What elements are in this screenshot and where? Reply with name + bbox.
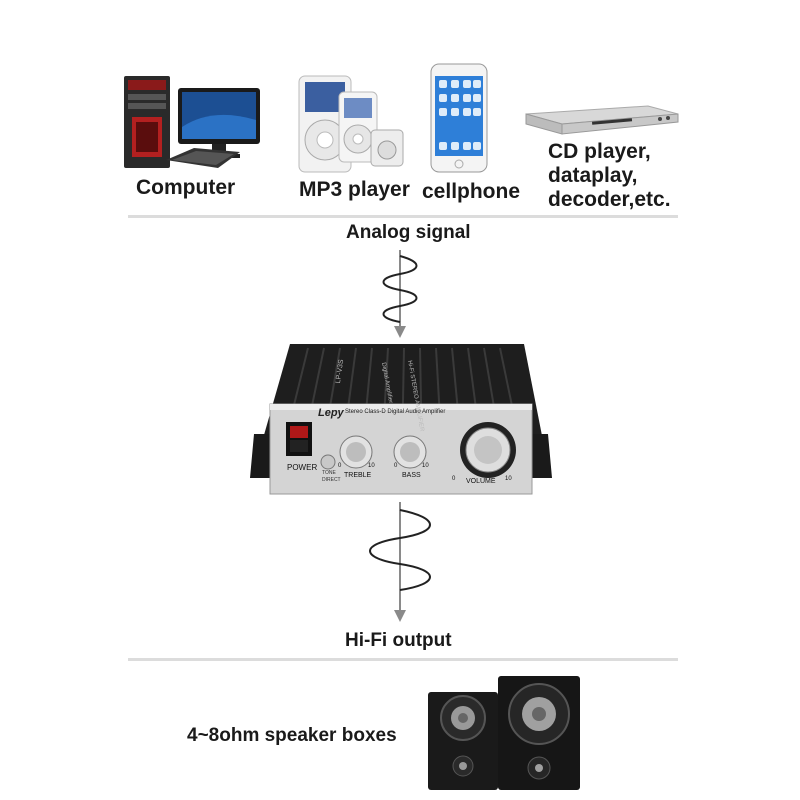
source-label-computer: Computer — [136, 176, 236, 199]
treble-scale-min: 0 — [338, 463, 342, 469]
direct-label: DIRECT — [322, 477, 341, 483]
hifi-output-label: Hi-Fi output — [345, 630, 452, 651]
treble-label: TREBLE — [344, 472, 372, 479]
amp-brand: Lepy — [318, 407, 344, 419]
volume-scale-max: 10 — [505, 476, 512, 482]
source-label-cellphone: cellphone — [422, 180, 521, 203]
top-divider — [128, 215, 678, 218]
amplifier-image — [250, 338, 552, 496]
analog-signal-label: Analog signal — [346, 222, 471, 243]
volume-label: VOLUME — [466, 478, 496, 485]
bottom-divider — [128, 658, 678, 661]
power-label: POWER — [287, 463, 318, 472]
mp3-player-icon — [297, 74, 409, 174]
computer-icon — [122, 72, 264, 172]
bass-label: BASS — [402, 472, 421, 479]
amp-title: Stereo Class-D Digital Audio Amplifier — [345, 409, 446, 415]
volume-scale-min: 0 — [452, 476, 456, 482]
speaker-boxes-icon — [424, 674, 584, 794]
speaker-label: 4~8ohm speaker boxes — [187, 725, 397, 746]
source-label-cd-player: CD player, dataplay, decoder,etc. — [548, 140, 671, 211]
bass-scale-min: 0 — [394, 463, 398, 469]
output-signal-wave-icon — [350, 500, 450, 628]
tone-label: TONE — [322, 470, 336, 476]
analog-signal-wave-icon — [360, 248, 440, 348]
cd-player-icon — [522, 100, 682, 140]
treble-scale-max: 10 — [368, 463, 375, 469]
cellphone-icon — [429, 62, 489, 174]
bass-scale-max: 10 — [422, 463, 429, 469]
source-label-mp3: MP3 player — [299, 178, 410, 201]
